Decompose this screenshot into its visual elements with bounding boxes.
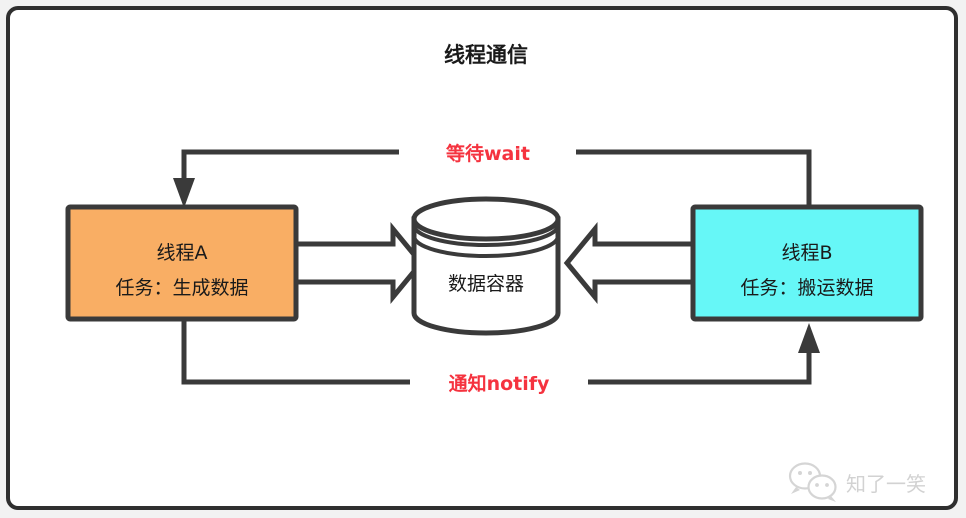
- page-title: 线程通信: [444, 43, 528, 67]
- thread-b-subtitle: 任务：搬运数据: [740, 277, 873, 299]
- thread-b-box[interactable]: [690, 204, 924, 322]
- watermark: 知了一笑: [788, 462, 926, 502]
- thread-b-title: 线程B: [781, 242, 832, 264]
- wechat-icon-eye-3: [815, 483, 819, 487]
- wechat-icon-tail-back: [791, 487, 800, 494]
- data-container-label: 数据容器: [448, 273, 524, 295]
- edge-b-to-container: [563, 222, 697, 304]
- block-arrow-right-icon: [291, 222, 425, 304]
- wechat-icon: [788, 462, 837, 502]
- cylinder-body[interactable]: [411, 216, 561, 336]
- block-arrow-left-icon: [563, 222, 697, 304]
- watermark-text: 知了一笑: [846, 472, 926, 496]
- node-thread-b[interactable]: 线程B 任务：搬运数据: [690, 204, 924, 322]
- thread-a-title: 线程A: [157, 242, 208, 264]
- wait-edge-label: 等待wait: [445, 142, 530, 165]
- edge-wait: 等待wait: [173, 142, 812, 208]
- wait-edge-line: [181, 149, 812, 207]
- thread-a-subtitle: 任务：生成数据: [115, 277, 248, 299]
- wechat-icon-eye-2: [808, 471, 812, 475]
- notify-edge-label: 通知notify: [449, 372, 550, 395]
- wechat-icon-eye-1: [798, 471, 802, 475]
- wait-arrowhead-icon: [173, 178, 195, 208]
- edge-notify: 通知notify: [181, 319, 820, 395]
- notify-edge-line: [181, 319, 812, 385]
- cylinder-ring-2: [412, 235, 560, 258]
- node-thread-a[interactable]: 线程A 任务：生成数据: [65, 204, 299, 322]
- diagram-frame: 线程通信 等待wait 通知notify 线程A 任务：生成数据: [6, 6, 958, 510]
- thread-a-box[interactable]: [65, 204, 299, 322]
- wechat-icon-eye-4: [825, 483, 829, 487]
- cylinder-ring-1: [412, 224, 560, 247]
- notify-arrowhead-icon: [798, 323, 820, 353]
- edge-a-to-container: [291, 222, 425, 304]
- wechat-icon-tail-front: [828, 496, 836, 502]
- diagram-canvas: 线程通信 等待wait 通知notify 线程A 任务：生成数据: [65, 43, 926, 502]
- cylinder-top-ellipse: [411, 196, 561, 242]
- node-data-container[interactable]: 数据容器: [411, 196, 561, 336]
- wechat-icon-bubble-front: [807, 474, 837, 500]
